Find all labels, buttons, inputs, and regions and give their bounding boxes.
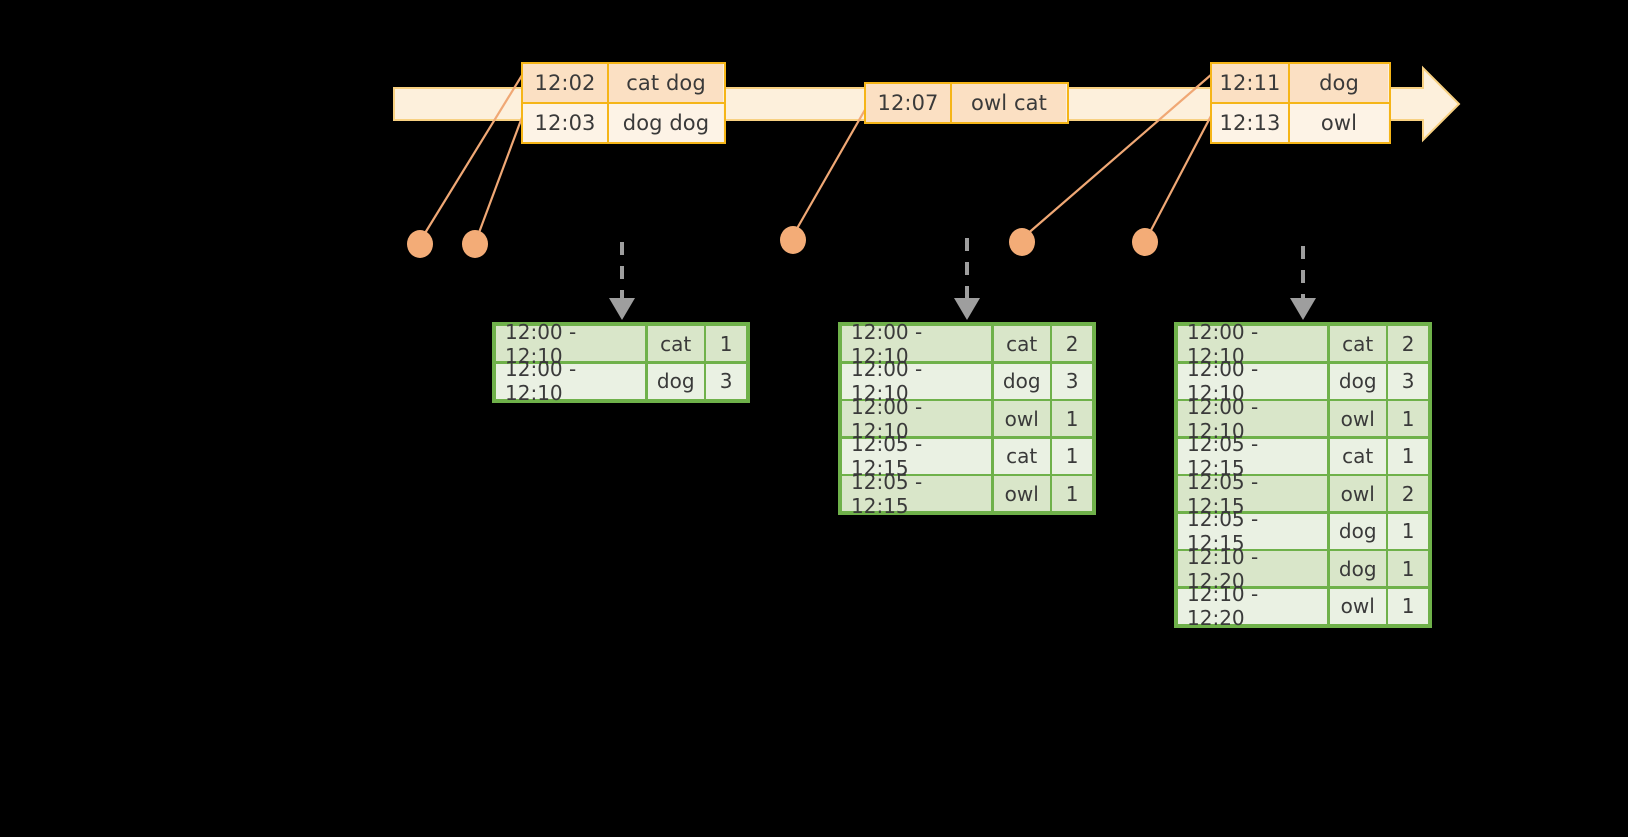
cell-window: 12:00 - 12:10 [1178,395,1328,443]
cell-count: 1 [1388,513,1428,549]
event-dot-5 [1132,228,1158,256]
table-row: 12:05 - 12:15 cat 1 [1178,432,1428,480]
cell-window: 12:05 - 12:15 [842,432,992,480]
event-time: 12:02 [523,64,609,102]
cell-word: dog [993,363,1050,399]
cell-count: 1 [1388,588,1428,624]
table-row: 12:10 - 12:20 owl 1 [1178,582,1428,630]
cell-count: 1 [1052,438,1092,474]
cell-count: 3 [706,363,746,399]
cell-word: owl [993,401,1050,436]
flow-arrows [609,238,1316,320]
table-row: 12:05 - 12:15 owl 2 [1178,470,1428,518]
table-row: 12:00 - 12:10 dog 3 [1178,357,1428,405]
cell-window: 12:00 - 12:10 [496,320,646,368]
cell-window: 12:00 - 12:10 [1178,320,1328,368]
cell-count: 3 [1388,363,1428,399]
event-group-1: 12:02 cat dog 12:03 dog dog [521,62,726,144]
event-dot-3 [780,226,806,254]
event-time: 12:03 [523,104,609,142]
cell-word: cat [1329,326,1386,361]
cell-word: owl [1329,476,1386,511]
event-group-2: 12:07 owl cat [864,82,1069,124]
event-row: 12:02 cat dog [523,64,724,102]
event-row: 12:13 owl [1212,102,1389,142]
table-row: 12:05 - 12:15 owl 1 [842,470,1092,518]
cell-window: 12:00 - 12:10 [1178,357,1328,405]
cell-word: dog [1329,551,1386,586]
cell-count: 1 [1388,438,1428,474]
event-time: 12:13 [1212,104,1290,142]
table-row: 12:00 - 12:10 dog 3 [842,357,1092,405]
table-row: 12:10 - 12:20 dog 1 [1178,545,1428,593]
cell-window: 12:05 - 12:15 [1178,470,1328,518]
event-time: 12:07 [866,84,952,122]
event-time: 12:11 [1212,64,1290,102]
event-row: 12:07 owl cat [866,84,1067,122]
event-words: dog dog [609,104,723,142]
cell-window: 12:05 - 12:15 [842,470,992,518]
table-row: 12:00 - 12:10 cat 2 [842,320,1092,368]
cell-count: 2 [1388,326,1428,361]
cell-window: 12:00 - 12:10 [842,320,992,368]
table-row: 12:00 - 12:10 owl 1 [842,395,1092,443]
cell-window: 12:00 - 12:10 [842,395,992,443]
cell-count: 1 [1052,476,1092,511]
result-table-1: 12:00 - 12:10 cat 1 12:00 - 12:10 dog 3 [492,320,750,405]
cell-count: 1 [1052,401,1092,436]
table-row: 12:00 - 12:10 owl 1 [1178,395,1428,443]
result-table-3: 12:00 - 12:10 cat 2 12:00 - 12:10 dog 3 … [1174,320,1432,630]
cell-window: 12:05 - 12:15 [1178,432,1328,480]
cell-count: 1 [706,326,746,361]
cell-window: 12:10 - 12:20 [1178,582,1328,630]
cell-count: 2 [1388,476,1428,511]
event-dot-4 [1009,228,1035,256]
table-row: 12:05 - 12:15 cat 1 [842,432,1092,480]
cell-word: owl [1329,401,1386,436]
cell-window: 12:05 - 12:15 [1178,507,1328,555]
cell-word: cat [1329,438,1386,474]
cell-window: 12:00 - 12:10 [496,357,646,405]
cell-word: cat [647,326,704,361]
event-row: 12:03 dog dog [523,102,724,142]
cell-word: dog [647,363,704,399]
result-table-2: 12:00 - 12:10 cat 2 12:00 - 12:10 dog 3 … [838,320,1096,518]
cell-word: cat [993,326,1050,361]
cell-word: cat [993,438,1050,474]
cell-word: dog [1329,363,1386,399]
event-dots [407,226,1158,258]
cell-word: owl [993,476,1050,511]
cell-count: 2 [1052,326,1092,361]
event-group-3: 12:11 dog 12:13 owl [1210,62,1391,144]
cell-word: dog [1329,513,1386,549]
cell-word: owl [1329,588,1386,624]
cell-count: 3 [1052,363,1092,399]
event-dot-2 [462,230,488,258]
cell-count: 1 [1388,401,1428,436]
cell-count: 1 [1388,551,1428,586]
event-words: dog [1290,64,1388,102]
event-row: 12:11 dog [1212,64,1389,102]
event-words: owl [1290,104,1388,142]
table-row: 12:05 - 12:15 dog 1 [1178,507,1428,555]
cell-window: 12:00 - 12:10 [842,357,992,405]
event-words: cat dog [609,64,723,102]
event-dot-1 [407,230,433,258]
event-words: owl cat [952,84,1066,122]
table-row: 12:00 - 12:10 cat 2 [1178,320,1428,368]
table-row: 12:00 - 12:10 cat 1 [496,320,746,368]
cell-window: 12:10 - 12:20 [1178,545,1328,593]
table-row: 12:00 - 12:10 dog 3 [496,357,746,405]
